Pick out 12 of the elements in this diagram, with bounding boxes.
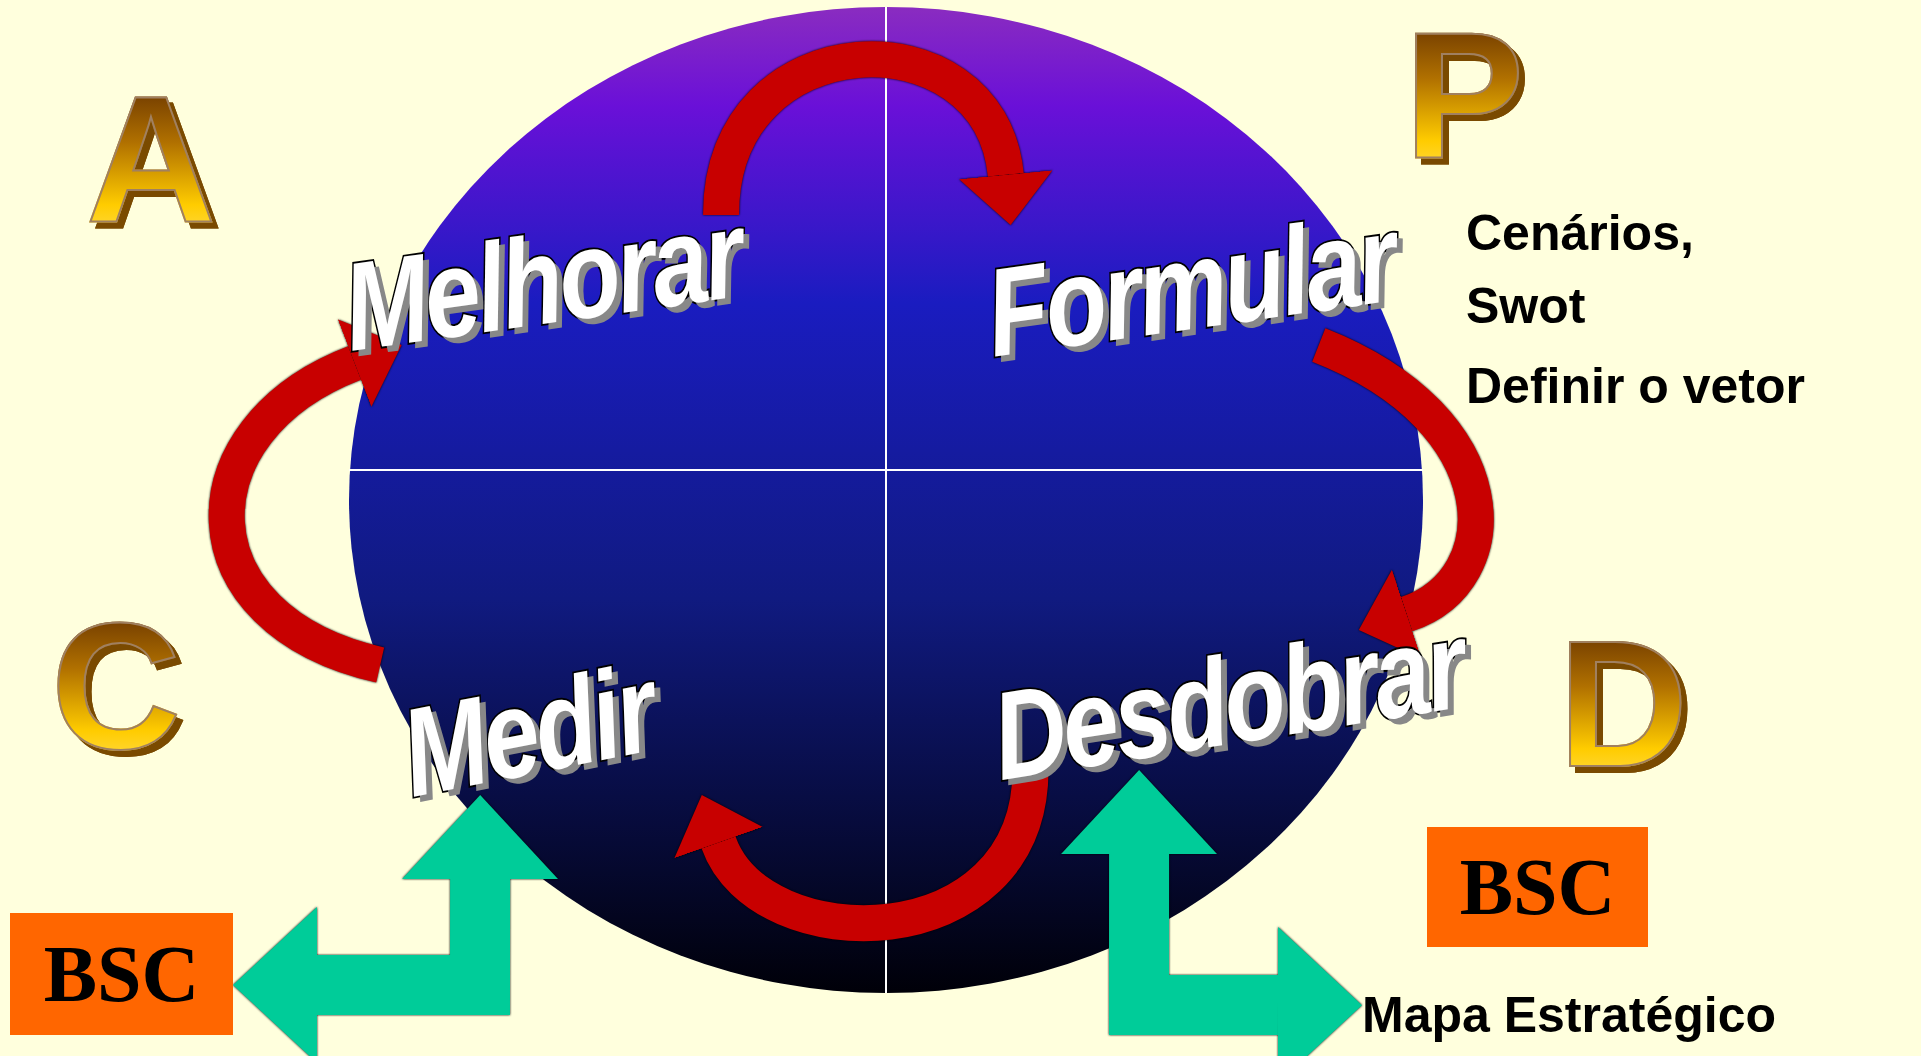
tag-box: BSC — [10, 913, 233, 1035]
note-text: Cenários, — [1466, 204, 1694, 263]
step-label: Melhorar — [291, 165, 793, 395]
double-arrow — [233, 795, 559, 1056]
note-text: Swot — [1466, 277, 1586, 336]
step-label: Desdobrar — [964, 574, 1491, 826]
step-label: Medir — [308, 610, 747, 850]
curved-arrow — [209, 320, 401, 683]
caption-text: Mapa Estratégico — [1362, 980, 1902, 1050]
note-text: Definir o vetor — [1466, 357, 1805, 416]
tag-box: BSC — [1427, 827, 1648, 947]
double-arrow — [1061, 770, 1362, 1056]
